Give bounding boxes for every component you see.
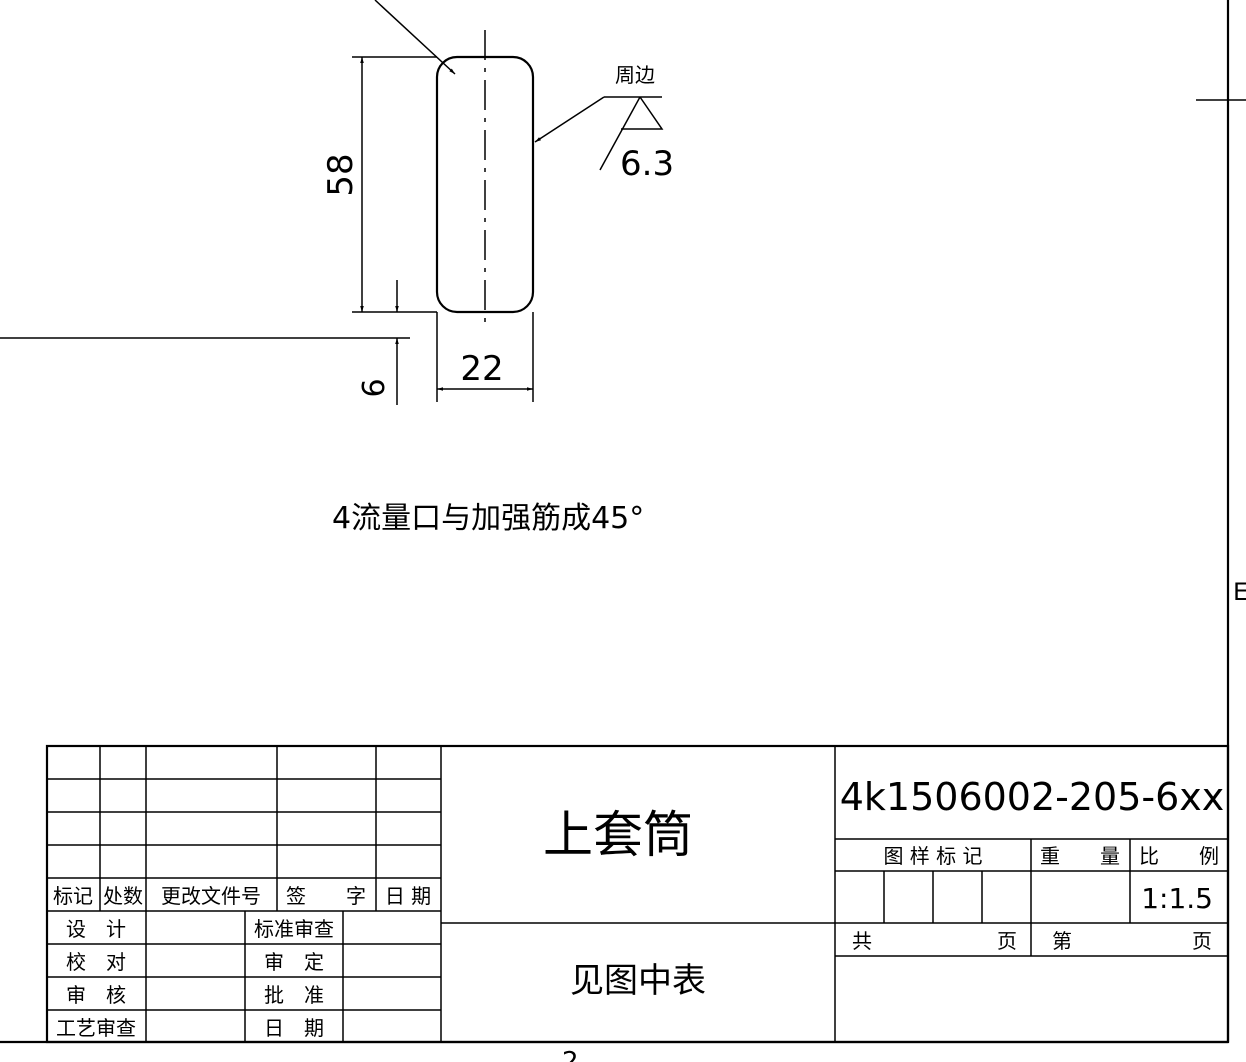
- roughness-value: 6.3: [620, 144, 674, 184]
- rev-header-doc: 更改文件号: [161, 884, 261, 908]
- dimension-offset: 6: [357, 280, 399, 405]
- roughness-label: 周边: [615, 63, 655, 87]
- total-pages-label: 共: [852, 929, 872, 953]
- material: 见图中表: [570, 961, 706, 1001]
- dim-offset-text: 6: [357, 378, 392, 397]
- label-date: 日 期: [264, 1016, 324, 1040]
- label-check: 校 对: [66, 950, 126, 974]
- label-authorize: 批 准: [264, 983, 324, 1007]
- leader-line: [374, 0, 456, 75]
- slot-view: [0, 0, 535, 339]
- pattern-mark-label: 图 样 标 记: [883, 844, 982, 868]
- page-unit-total: 页: [997, 929, 1017, 953]
- zone-number: 2: [562, 1047, 579, 1062]
- label-approve: 审 定: [264, 950, 324, 974]
- title-block: 标记 处数 更改文件号 签 字 日 期 设 计 校 对 审 核 工艺审查 标准审…: [45, 744, 1230, 1044]
- weight-label: 重 量: [1040, 844, 1120, 868]
- drawing-number: 4k1506002-205-6xx: [840, 775, 1225, 819]
- page-number-label: 第: [1052, 929, 1072, 953]
- dimension-height: 58: [321, 56, 437, 313]
- label-review: 审 核: [66, 983, 126, 1007]
- rev-header-count: 处数: [103, 884, 143, 908]
- label-process-review: 工艺审查: [56, 1016, 136, 1040]
- dim-width-text: 22: [460, 349, 503, 389]
- scale-value: 1:1.5: [1141, 882, 1213, 915]
- label-design: 设 计: [66, 917, 126, 941]
- drawing-note: 4流量口与加强筋成45°: [332, 501, 644, 536]
- rev-header-date: 日 期: [385, 884, 431, 908]
- dim-height-text: 58: [321, 153, 361, 196]
- zone-letter: E: [1233, 578, 1246, 606]
- label-standard-review: 标准审查: [254, 917, 334, 941]
- rev-header-sign: 签 字: [286, 884, 366, 908]
- part-name: 上套筒: [543, 806, 693, 864]
- rev-header-mark: 标记: [53, 884, 93, 908]
- page-unit-current: 页: [1192, 929, 1212, 953]
- scale-label: 比 例: [1139, 844, 1219, 868]
- surface-roughness-symbol: 周边 6.3: [534, 63, 674, 184]
- dimension-width: 22: [436, 312, 534, 402]
